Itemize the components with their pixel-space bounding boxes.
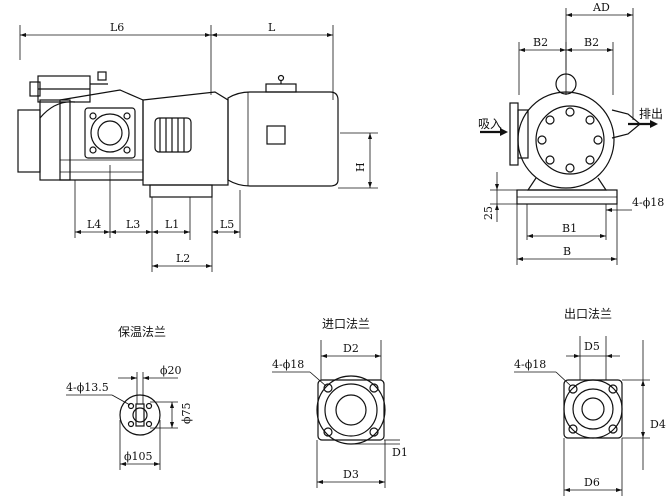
dim-25: 25	[482, 206, 495, 220]
heat-d75: ϕ75	[180, 403, 193, 425]
outlet-label: 排出	[639, 107, 663, 121]
front-view: L6 L	[17, 21, 378, 272]
dim-H: H	[354, 162, 367, 172]
outlet-flange: 出口法兰 D5 4-ϕ18 D4 D6	[514, 307, 666, 496]
inlet-flange: 进口法兰 D2 4-ϕ18 D1 D3	[272, 317, 408, 488]
dim-L6: L6	[110, 21, 124, 34]
heat-flange: 保温法兰 ϕ20 4-ϕ13.5 ϕ75 ϕ105	[66, 325, 193, 470]
heat-flange-title: 保温法兰	[118, 325, 166, 339]
dim-AD: AD	[592, 1, 610, 14]
heat-d105: ϕ105	[124, 450, 153, 463]
dim-B1: B1	[562, 222, 577, 235]
heat-holes: 4-ϕ13.5	[66, 381, 109, 394]
side-view: AD B2 B2	[478, 1, 664, 265]
heat-d20: ϕ20	[160, 364, 182, 377]
dim-B2-left: B2	[533, 36, 548, 49]
dim-B2-right: B2	[584, 36, 599, 49]
outlet-D6: D6	[584, 476, 600, 489]
dim-L3: L3	[126, 218, 140, 231]
inlet-label: 吸入	[478, 117, 502, 131]
inlet-D1: D1	[392, 446, 408, 459]
dim-L1: L1	[165, 218, 179, 231]
inlet-holes: 4-ϕ18	[272, 358, 304, 371]
inlet-D2: D2	[343, 342, 359, 355]
outlet-D4: D4	[650, 418, 666, 431]
dim-L4: L4	[87, 218, 101, 231]
side-holes-label: 4-ϕ18	[632, 196, 664, 209]
inlet-D3: D3	[343, 468, 359, 481]
dim-L2: L2	[176, 252, 190, 265]
inlet-flange-title: 进口法兰	[322, 317, 370, 331]
dim-L: L	[268, 21, 276, 34]
outlet-D5: D5	[584, 340, 600, 353]
dim-L5: L5	[220, 218, 234, 231]
outlet-holes: 4-ϕ18	[514, 358, 546, 371]
dim-B: B	[563, 245, 571, 258]
outlet-flange-title: 出口法兰	[564, 307, 612, 321]
